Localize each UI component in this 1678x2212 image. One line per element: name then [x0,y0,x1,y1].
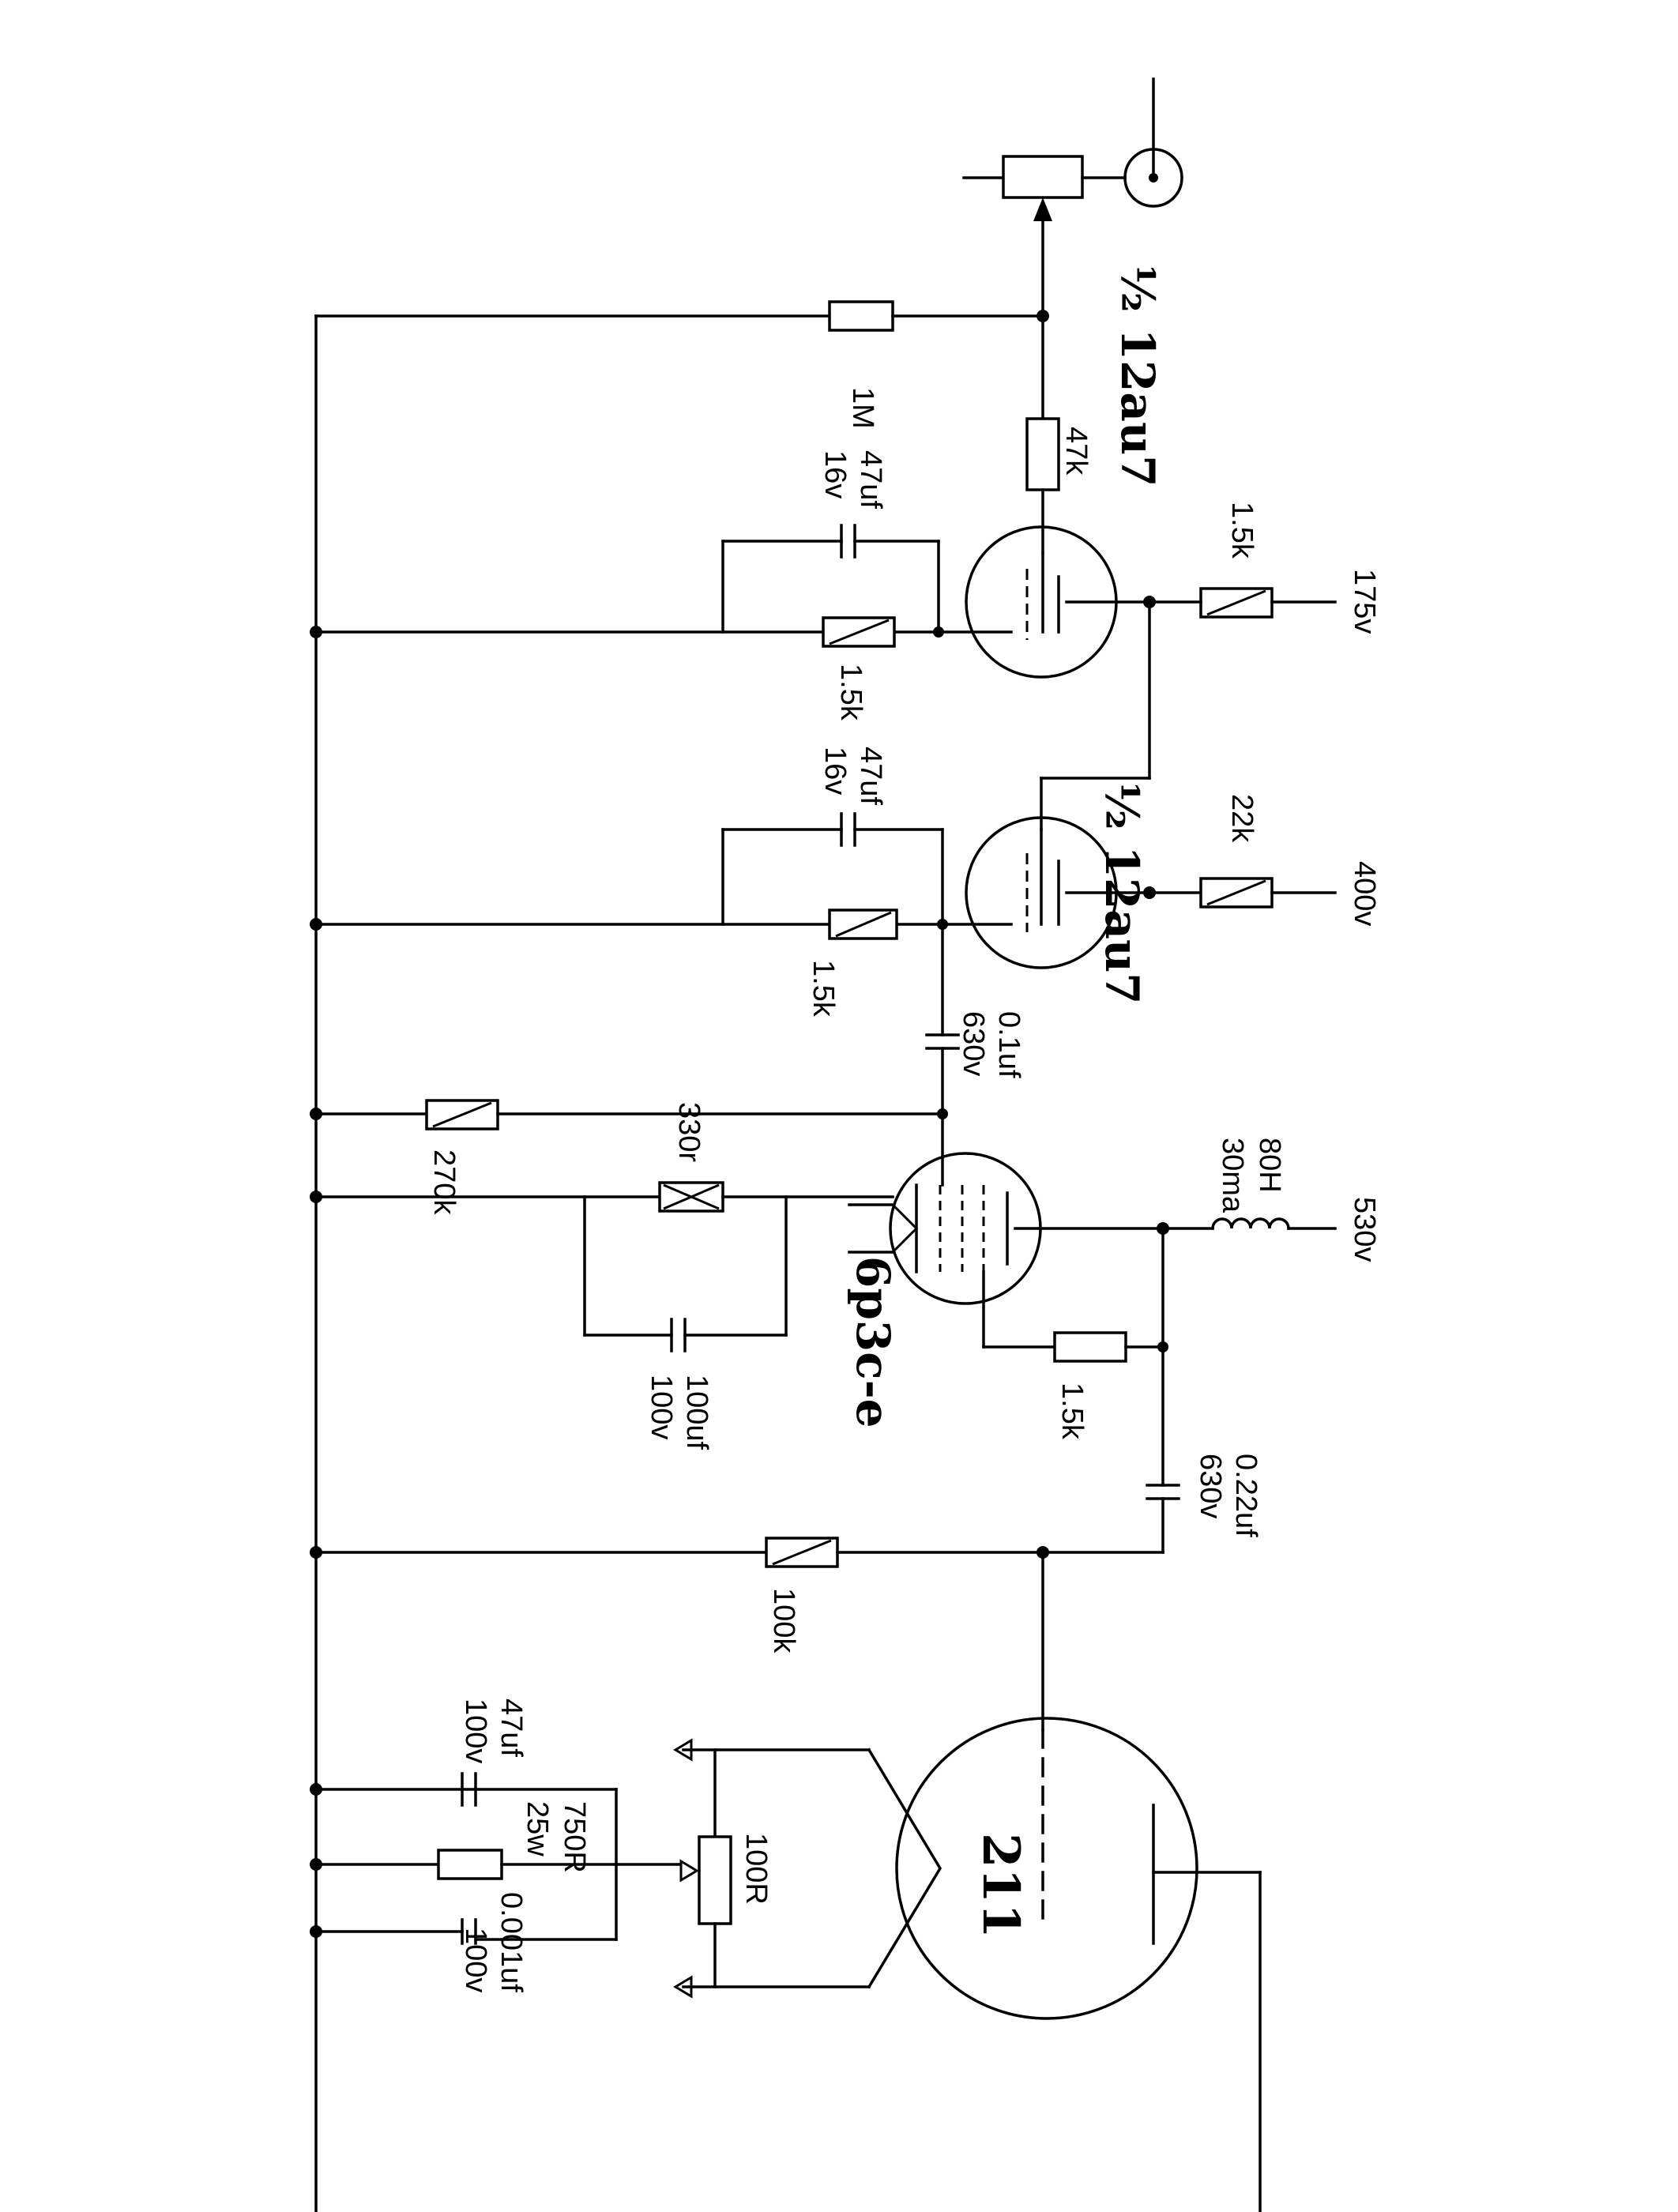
label-rk2: 1.5k [807,960,840,1018]
input-jack [1123,77,1183,208]
label-hum-pot: 100R [739,1833,773,1905]
tube-label-v2: 6p3c-e [846,1256,900,1428]
label-choke: 80H [1253,1138,1286,1193]
choke-80h [1211,1217,1290,1230]
label-rk211-w: 25w [521,1801,554,1856]
tube-v1b [965,816,1151,969]
tube-v1a [965,525,1151,679]
label-rp2: 22k [1225,794,1258,843]
tube-v2 [848,1152,1164,1305]
label-cb-v: 100v [459,1928,492,1992]
label-47k: 47k [1059,427,1093,476]
label-c1: 47uf [854,450,887,509]
label-ck3: 100uf [680,1375,713,1450]
label-cc1-v: 630v [957,1011,990,1076]
label-c2-v: 16v [818,747,852,795]
resistor-47k [1025,417,1060,491]
label-cc2-v: 630v [1194,1454,1227,1518]
label-1m: 1M [846,387,879,429]
label-rk1: 1.5k [834,664,867,721]
hum-pot-100r [673,1738,871,1999]
tube-211 [867,1551,1262,2212]
label-rs3: 1.5k [1055,1382,1089,1440]
tube-label-v3: 211 [971,1833,1030,1939]
label-ck3-v: 100v [645,1375,678,1439]
label-c211: 47uf [495,1698,528,1757]
resistor-1m [828,300,894,332]
volume-pot [962,155,1127,318]
label-choke-i: 30ma [1216,1138,1249,1213]
label-rk211: 750R [558,1801,591,1873]
label-rp1: 1.5k [1225,502,1258,559]
resistor-rs3 [1053,1331,1127,1363]
label-cc2: 0.22uf [1229,1454,1262,1537]
label-100k: 100k [767,1588,800,1653]
tube-label-v1a: ½ 12au7 [1111,265,1164,487]
resistor-750r [437,1849,503,1880]
label-cb: 0.001uf [495,1892,528,1992]
label-270k: 270k [427,1149,461,1215]
label-c1-v: 16v [818,450,852,498]
label-330r: 330r [672,1102,705,1162]
label-b1: 175v [1348,569,1381,634]
label-cc1: 0.1uf [992,1011,1025,1078]
label-c211-v: 100v [459,1698,492,1763]
label-c2: 47uf [854,747,887,805]
label-b2: 400v [1348,861,1381,926]
label-b3: 530v [1348,1197,1381,1262]
